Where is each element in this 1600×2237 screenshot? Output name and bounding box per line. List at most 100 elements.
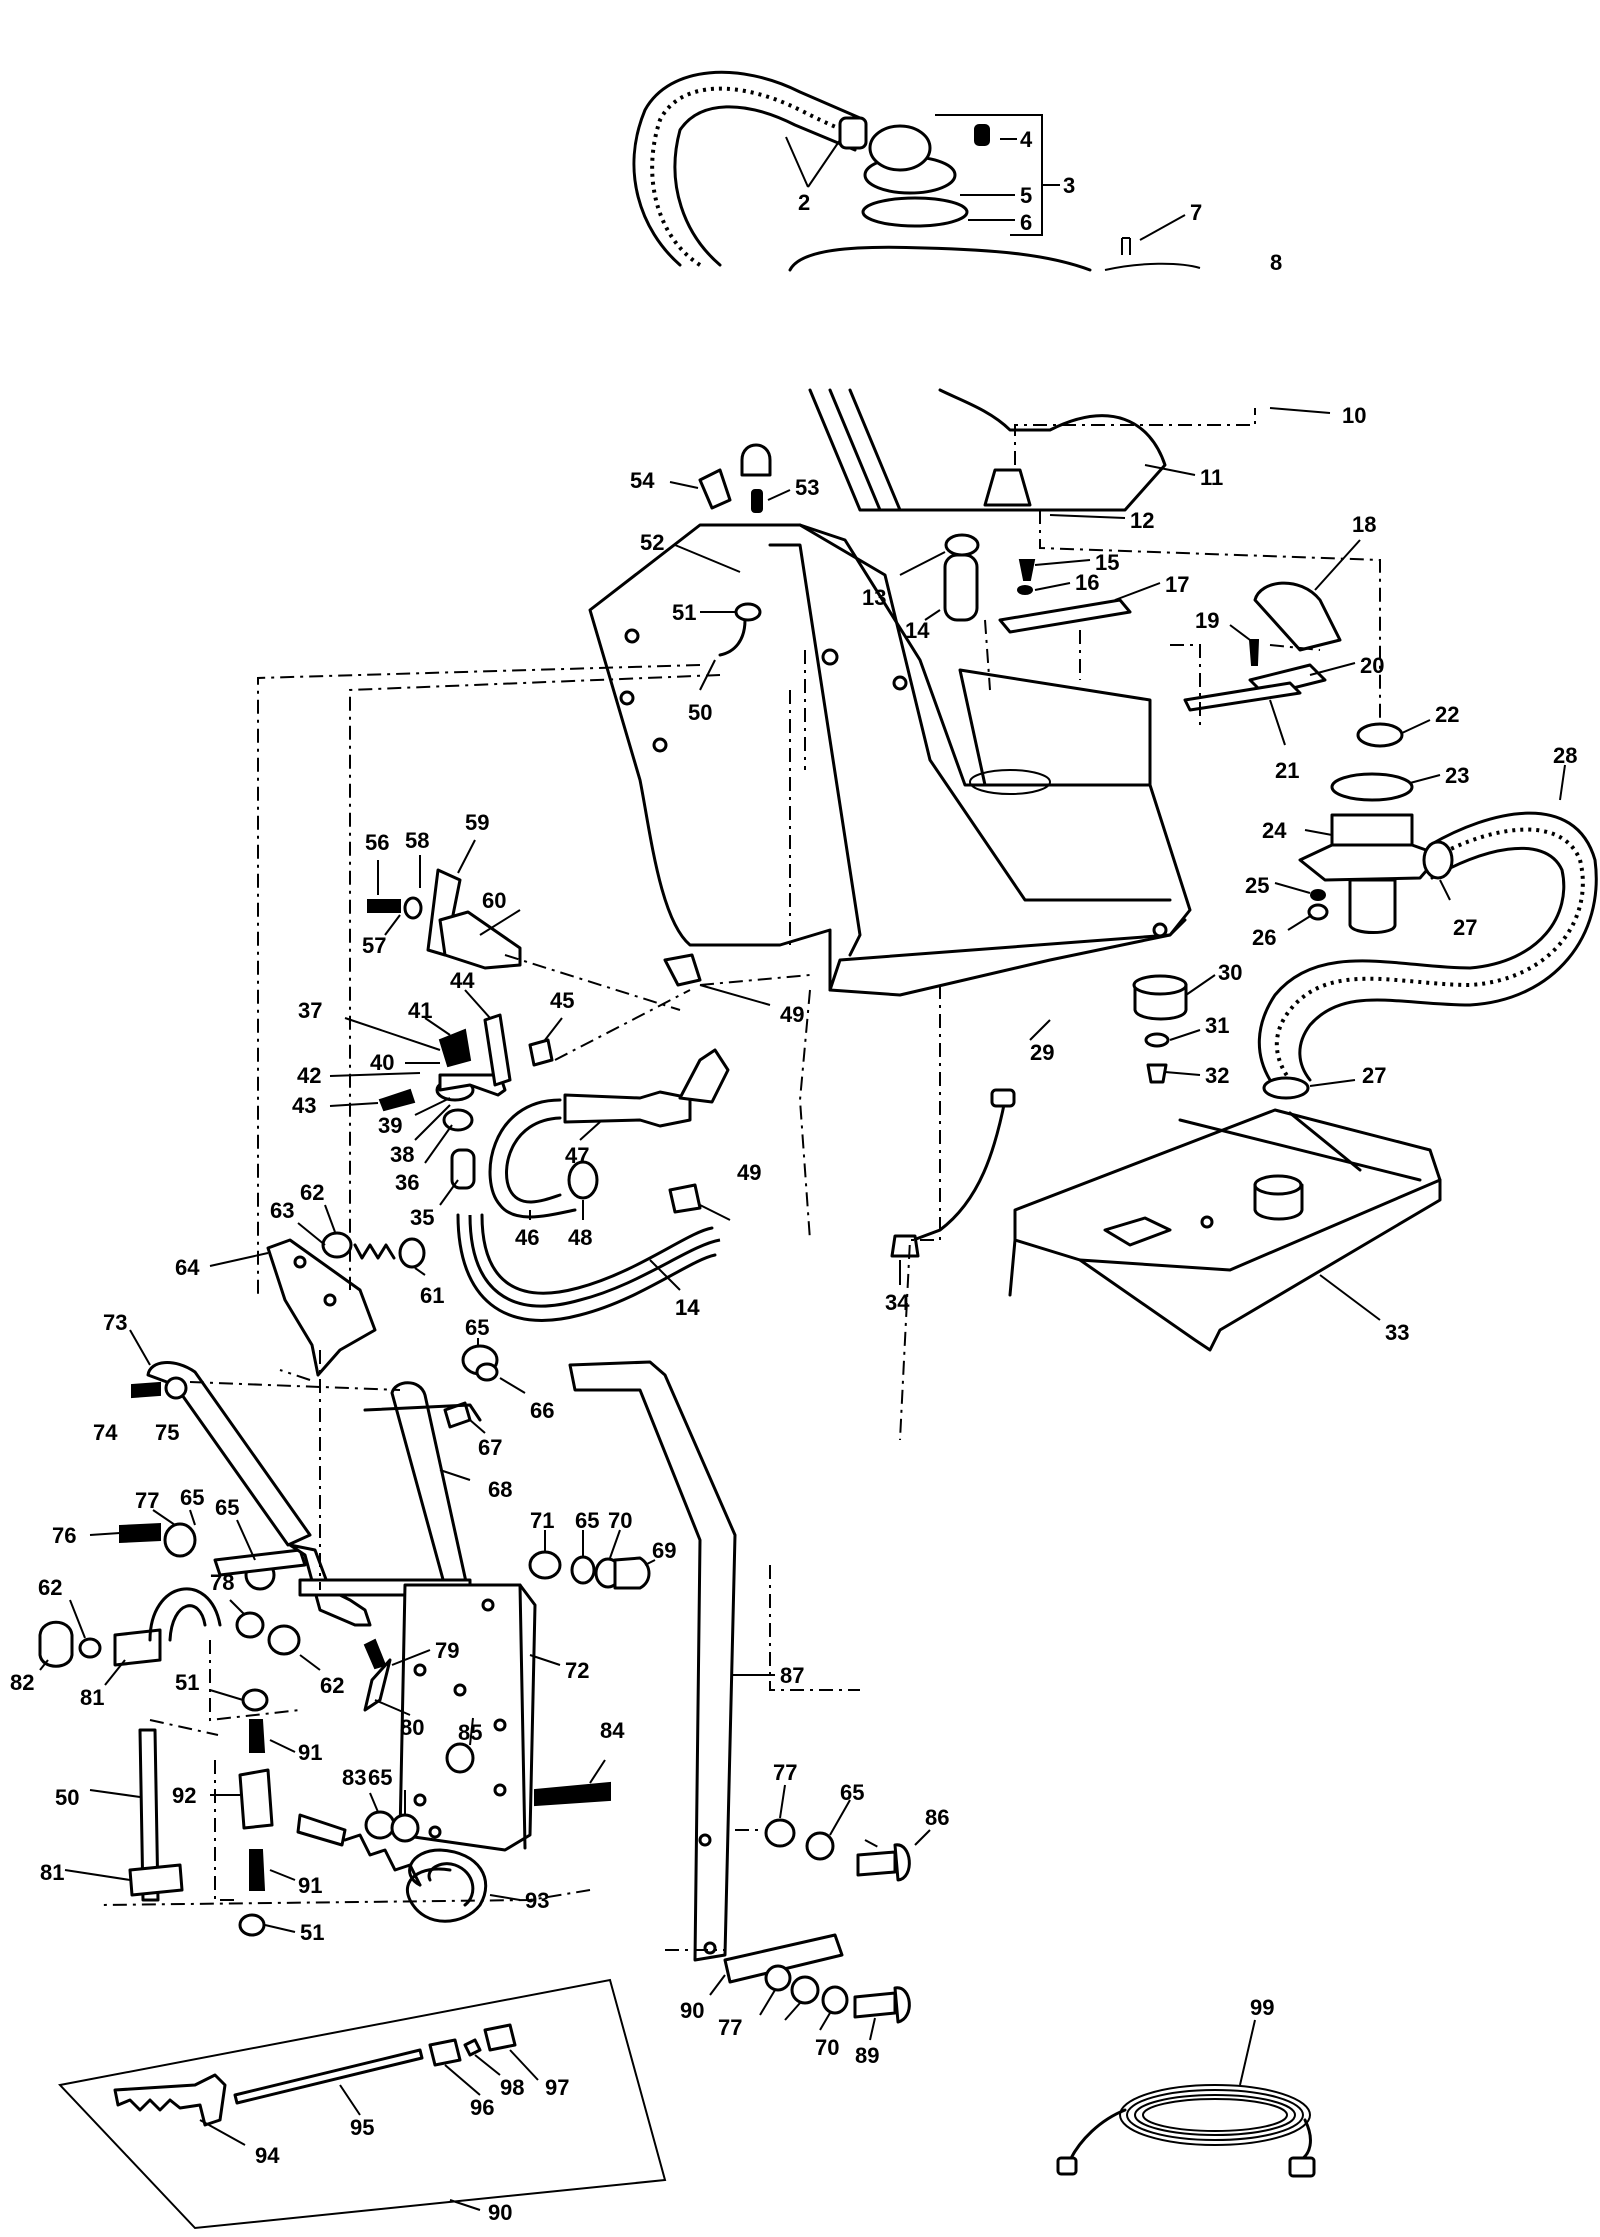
leader-99 bbox=[1239, 2019, 1256, 2086]
clamp-27-upper bbox=[1422, 840, 1454, 880]
callout-label: 77 bbox=[135, 1488, 159, 1513]
callout-label: 67 bbox=[478, 1435, 502, 1460]
callout-label: 25 bbox=[1245, 873, 1269, 898]
clamp-27-lower bbox=[1262, 1076, 1310, 1100]
leader-62b bbox=[299, 1654, 321, 1671]
callout-label: 89 bbox=[855, 2043, 879, 2068]
leader-13 bbox=[899, 551, 946, 576]
leader-79 bbox=[391, 1649, 431, 1666]
handle-tube-b bbox=[168, 1604, 207, 1642]
callout-label: 54 bbox=[630, 468, 655, 493]
leader-25 bbox=[1274, 882, 1311, 894]
tank-wall-mid bbox=[768, 543, 862, 957]
cable-lead-left bbox=[1068, 2108, 1127, 2162]
grommet-36 bbox=[442, 1108, 474, 1132]
washer-70-low bbox=[821, 1985, 849, 2015]
coil-4 bbox=[1142, 2098, 1288, 2132]
leader-90b bbox=[449, 2199, 481, 2211]
leader-59 bbox=[457, 839, 476, 874]
callout-label: 11 bbox=[1200, 465, 1223, 490]
leader-31 bbox=[1169, 1029, 1201, 1041]
callout-label: 51 bbox=[672, 600, 696, 625]
callout-label: 48 bbox=[568, 1225, 592, 1250]
callout-label: 68 bbox=[488, 1477, 512, 1502]
washer-65-d bbox=[390, 1813, 420, 1843]
callout-label: 20 bbox=[1360, 653, 1384, 678]
washer-62-c bbox=[78, 1637, 102, 1659]
callout-label: 14 bbox=[675, 1295, 700, 1320]
fitting-49-upper bbox=[663, 953, 702, 987]
nut-83 bbox=[364, 1810, 396, 1840]
coil-2 bbox=[1126, 2089, 1304, 2141]
leader-50 bbox=[699, 659, 716, 691]
dash-49 bbox=[699, 974, 811, 986]
leader-84 bbox=[589, 1759, 606, 1784]
leader-81b bbox=[64, 1869, 131, 1881]
leader-63 bbox=[297, 1222, 326, 1246]
callout-labels: 2 3 4 5 6 7 8 10 11 12 13 14 14 14 15 16… bbox=[10, 127, 1577, 2225]
callout-label: 62 bbox=[300, 1180, 324, 1205]
bar-87 bbox=[568, 1360, 737, 1962]
leader-39 bbox=[414, 1097, 451, 1116]
leader-89 bbox=[869, 2017, 876, 2041]
leader-27 bbox=[1439, 879, 1451, 901]
rod-from-68 bbox=[363, 1403, 482, 1422]
callout-label: 97 bbox=[545, 2075, 569, 2100]
stud-91-upper bbox=[249, 1719, 266, 1753]
chassis-plate bbox=[1013, 1108, 1442, 1272]
callout-label: 72 bbox=[565, 1658, 589, 1683]
callout-label: 29 bbox=[1030, 1040, 1054, 1065]
leader-7 bbox=[1139, 214, 1186, 241]
cable-coil-93-b bbox=[427, 1862, 475, 1907]
callout-label: 3 bbox=[1063, 173, 1075, 198]
dash-12 bbox=[1039, 510, 1381, 720]
callout-label: 91 bbox=[298, 1873, 322, 1898]
washer-66 bbox=[475, 1362, 499, 1382]
callout-label: 41 bbox=[408, 998, 432, 1023]
callout-label: 79 bbox=[435, 1638, 459, 1663]
recovery-tank bbox=[588, 388, 1598, 1100]
leader-61 bbox=[414, 1267, 426, 1276]
dash-44-60 bbox=[504, 954, 681, 1011]
nut-78 bbox=[235, 1611, 265, 1639]
callout-label: 82 bbox=[10, 1670, 34, 1695]
washer-65-right bbox=[805, 1831, 835, 1861]
leader-95 bbox=[339, 2084, 361, 2116]
plate-hole-7 bbox=[428, 1825, 442, 1839]
bar-87-hole-a bbox=[698, 1833, 712, 1847]
dash-left-frame-b bbox=[349, 674, 721, 1290]
leader-67 bbox=[469, 1419, 486, 1434]
nut-26 bbox=[1307, 903, 1329, 921]
link-90-upper bbox=[723, 1933, 844, 1984]
callout-label: 99 bbox=[1250, 1995, 1274, 2020]
bolt-89-head bbox=[893, 1986, 911, 2024]
screw-74 bbox=[131, 1381, 161, 1399]
tank-base-29 bbox=[828, 918, 1187, 992]
callout-label: 65 bbox=[840, 1780, 864, 1805]
callout-label: 80 bbox=[400, 1715, 424, 1740]
stud-91-lower bbox=[249, 1849, 266, 1891]
callout-label: 59 bbox=[465, 810, 489, 835]
callout-label: 71 bbox=[530, 1508, 554, 1533]
leader-91b bbox=[269, 1869, 296, 1881]
tank-lid-11 bbox=[808, 388, 1167, 512]
leader-65low bbox=[784, 2002, 801, 2021]
fitting-47 bbox=[563, 1090, 692, 1128]
hose-14-lower bbox=[468, 1214, 721, 1308]
leader-81 bbox=[104, 1659, 126, 1686]
flange-24 bbox=[1298, 843, 1442, 882]
leader-24 bbox=[1304, 829, 1333, 836]
washer-25 bbox=[1310, 889, 1326, 901]
callout-label: 26 bbox=[1252, 925, 1276, 950]
leader-65rr bbox=[829, 1799, 851, 1836]
spout-24 bbox=[1348, 878, 1397, 934]
callout-label: 36 bbox=[395, 1170, 419, 1195]
dash-18-21 bbox=[1170, 644, 1321, 730]
callout-label: 23 bbox=[1445, 763, 1469, 788]
callout-label: 58 bbox=[405, 828, 429, 853]
hose-end-top bbox=[838, 116, 868, 150]
spacer-35 bbox=[450, 1148, 476, 1190]
rod-50 bbox=[138, 1728, 160, 1902]
leader-29 bbox=[1029, 1019, 1051, 1041]
callout-label: 30 bbox=[1218, 960, 1242, 985]
